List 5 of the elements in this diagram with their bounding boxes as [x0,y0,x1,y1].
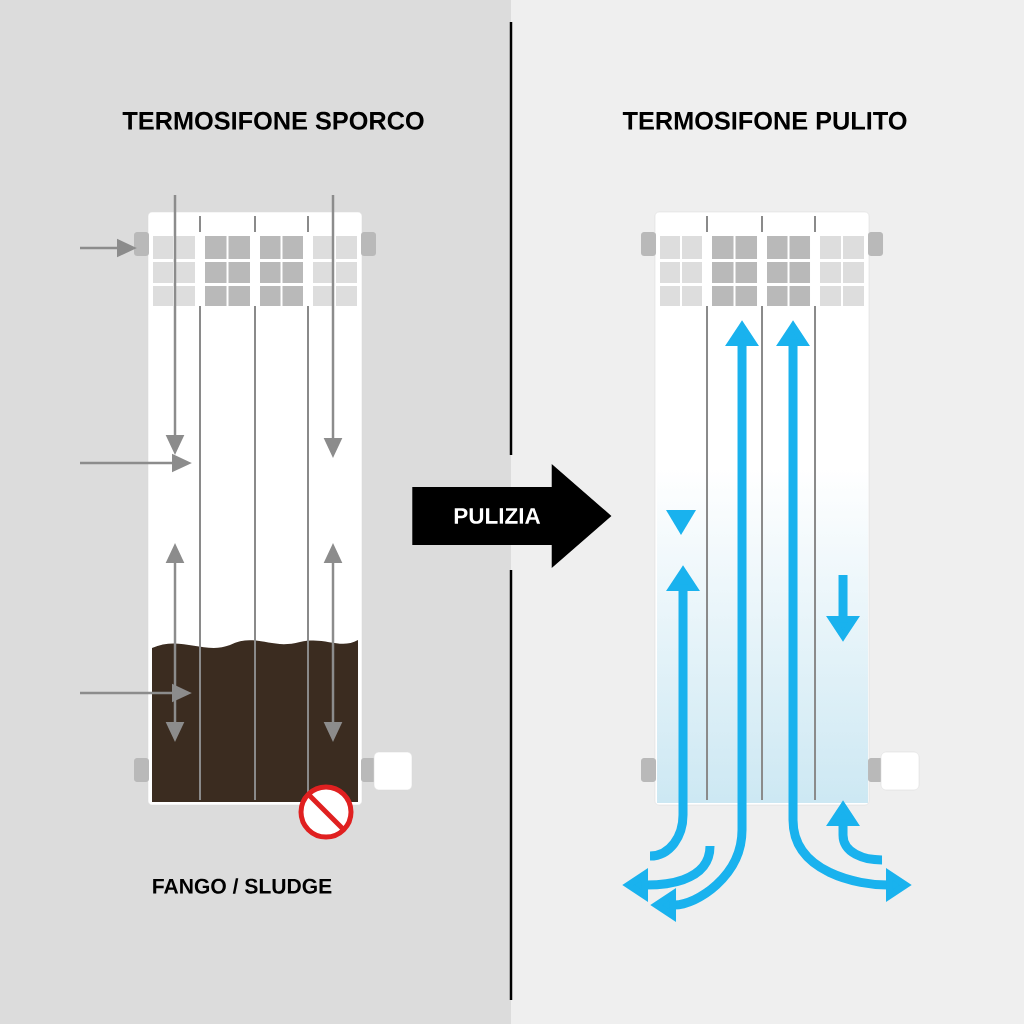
radiator-drawing: TERMOSIFONE PULITO [622,111,920,806]
radiator-drawing: TERMOSIFONE SPORCO [122,111,424,806]
node-label: TERMOSIFONE PULITO [622,111,907,130]
caption-text: FANGO / SLUDGE [153,878,332,894]
node-label: TERMOSIFONE SPORCO [122,111,424,130]
